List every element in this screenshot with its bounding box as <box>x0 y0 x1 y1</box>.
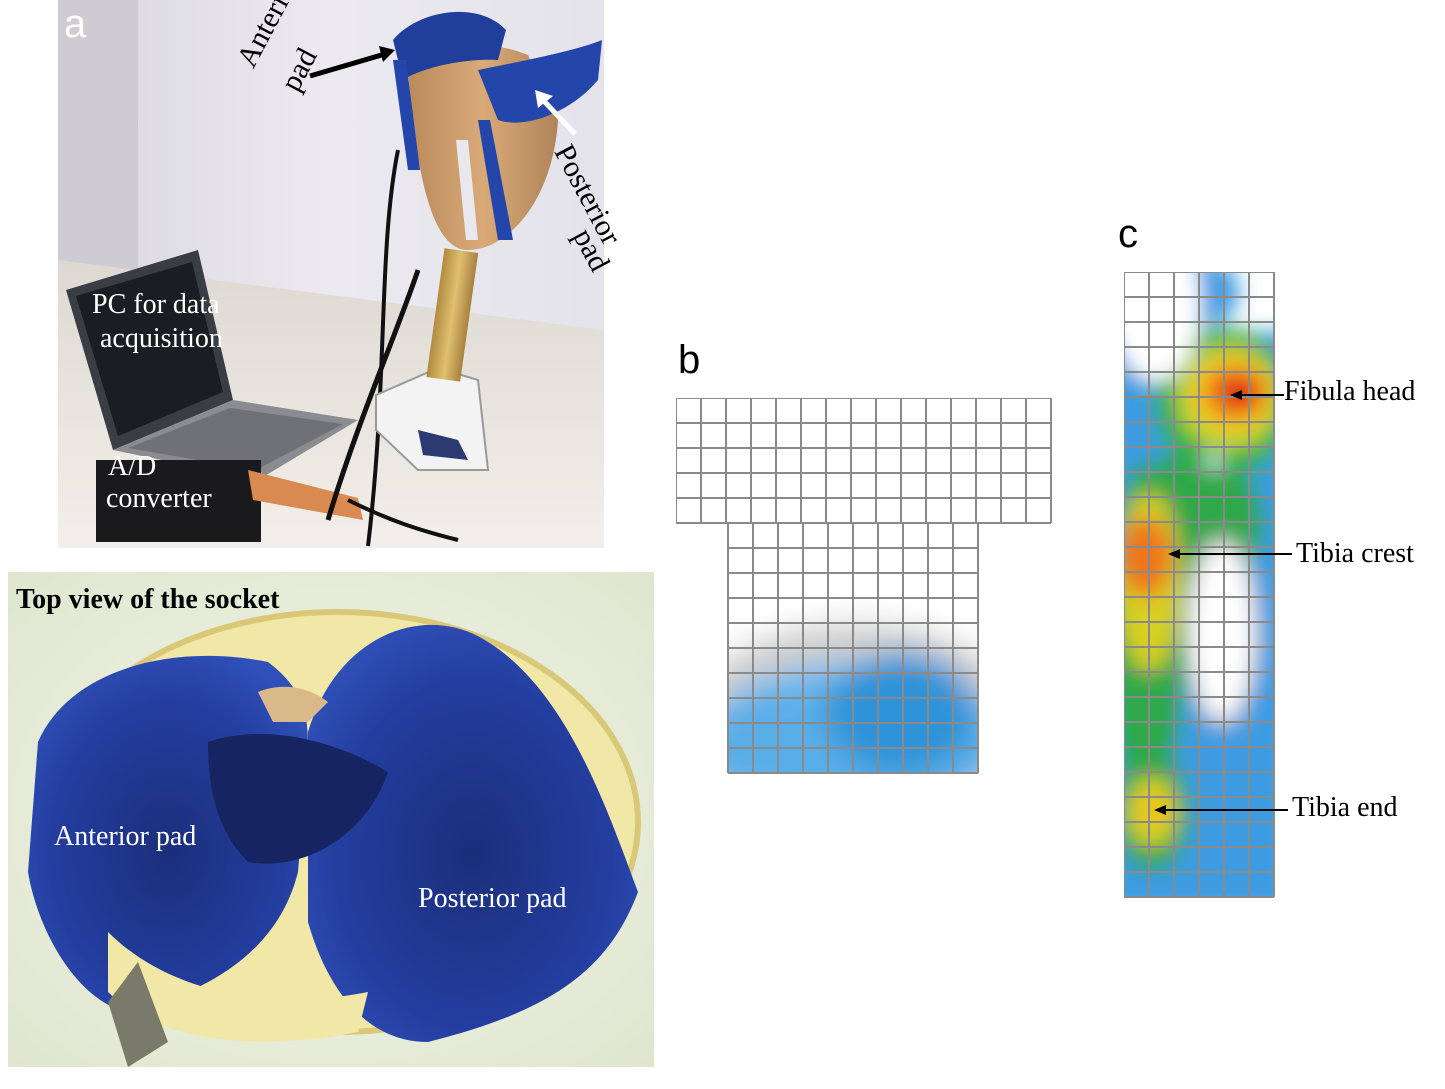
panel-b-letter: b <box>678 338 701 382</box>
panel-a-letter: a <box>64 2 87 46</box>
pc-label-line1: PC for data <box>92 289 220 320</box>
anterior-pressure-map <box>676 398 1052 774</box>
setup-photo-illustration <box>58 0 604 548</box>
anterior-map-grid <box>676 398 1052 774</box>
socket-posterior-pad-label: Posterior pad <box>418 883 567 914</box>
pc-label-line2: acquisition <box>100 323 223 354</box>
anterior-pad-arrow <box>309 46 395 79</box>
tibia-crest-arrow <box>1168 549 1292 559</box>
setup-photo <box>58 0 604 548</box>
ad-converter-label-line1: A/D <box>108 451 157 482</box>
socket-top-view-illustration <box>8 572 654 1067</box>
posterior-pad-arrow <box>535 90 577 136</box>
fibula-head-arrow <box>1230 390 1284 400</box>
tibia-crest-label: Tibia crest <box>1296 538 1414 569</box>
socket-anterior-pad-label: Anterior pad <box>54 821 197 852</box>
tibia-end-label: Tibia end <box>1292 792 1398 823</box>
posterior-map-grid <box>1124 272 1275 898</box>
tibia-end-arrow <box>1154 805 1288 815</box>
posterior-pressure-map <box>1124 272 1275 898</box>
socket-photo-title: Top view of the socket <box>16 584 280 615</box>
fibula-head-label: Fibula head <box>1284 376 1416 407</box>
socket-top-view-photo <box>8 572 654 1067</box>
panel-c-letter: c <box>1118 212 1138 256</box>
ad-converter-label-line2: converter <box>106 483 212 514</box>
